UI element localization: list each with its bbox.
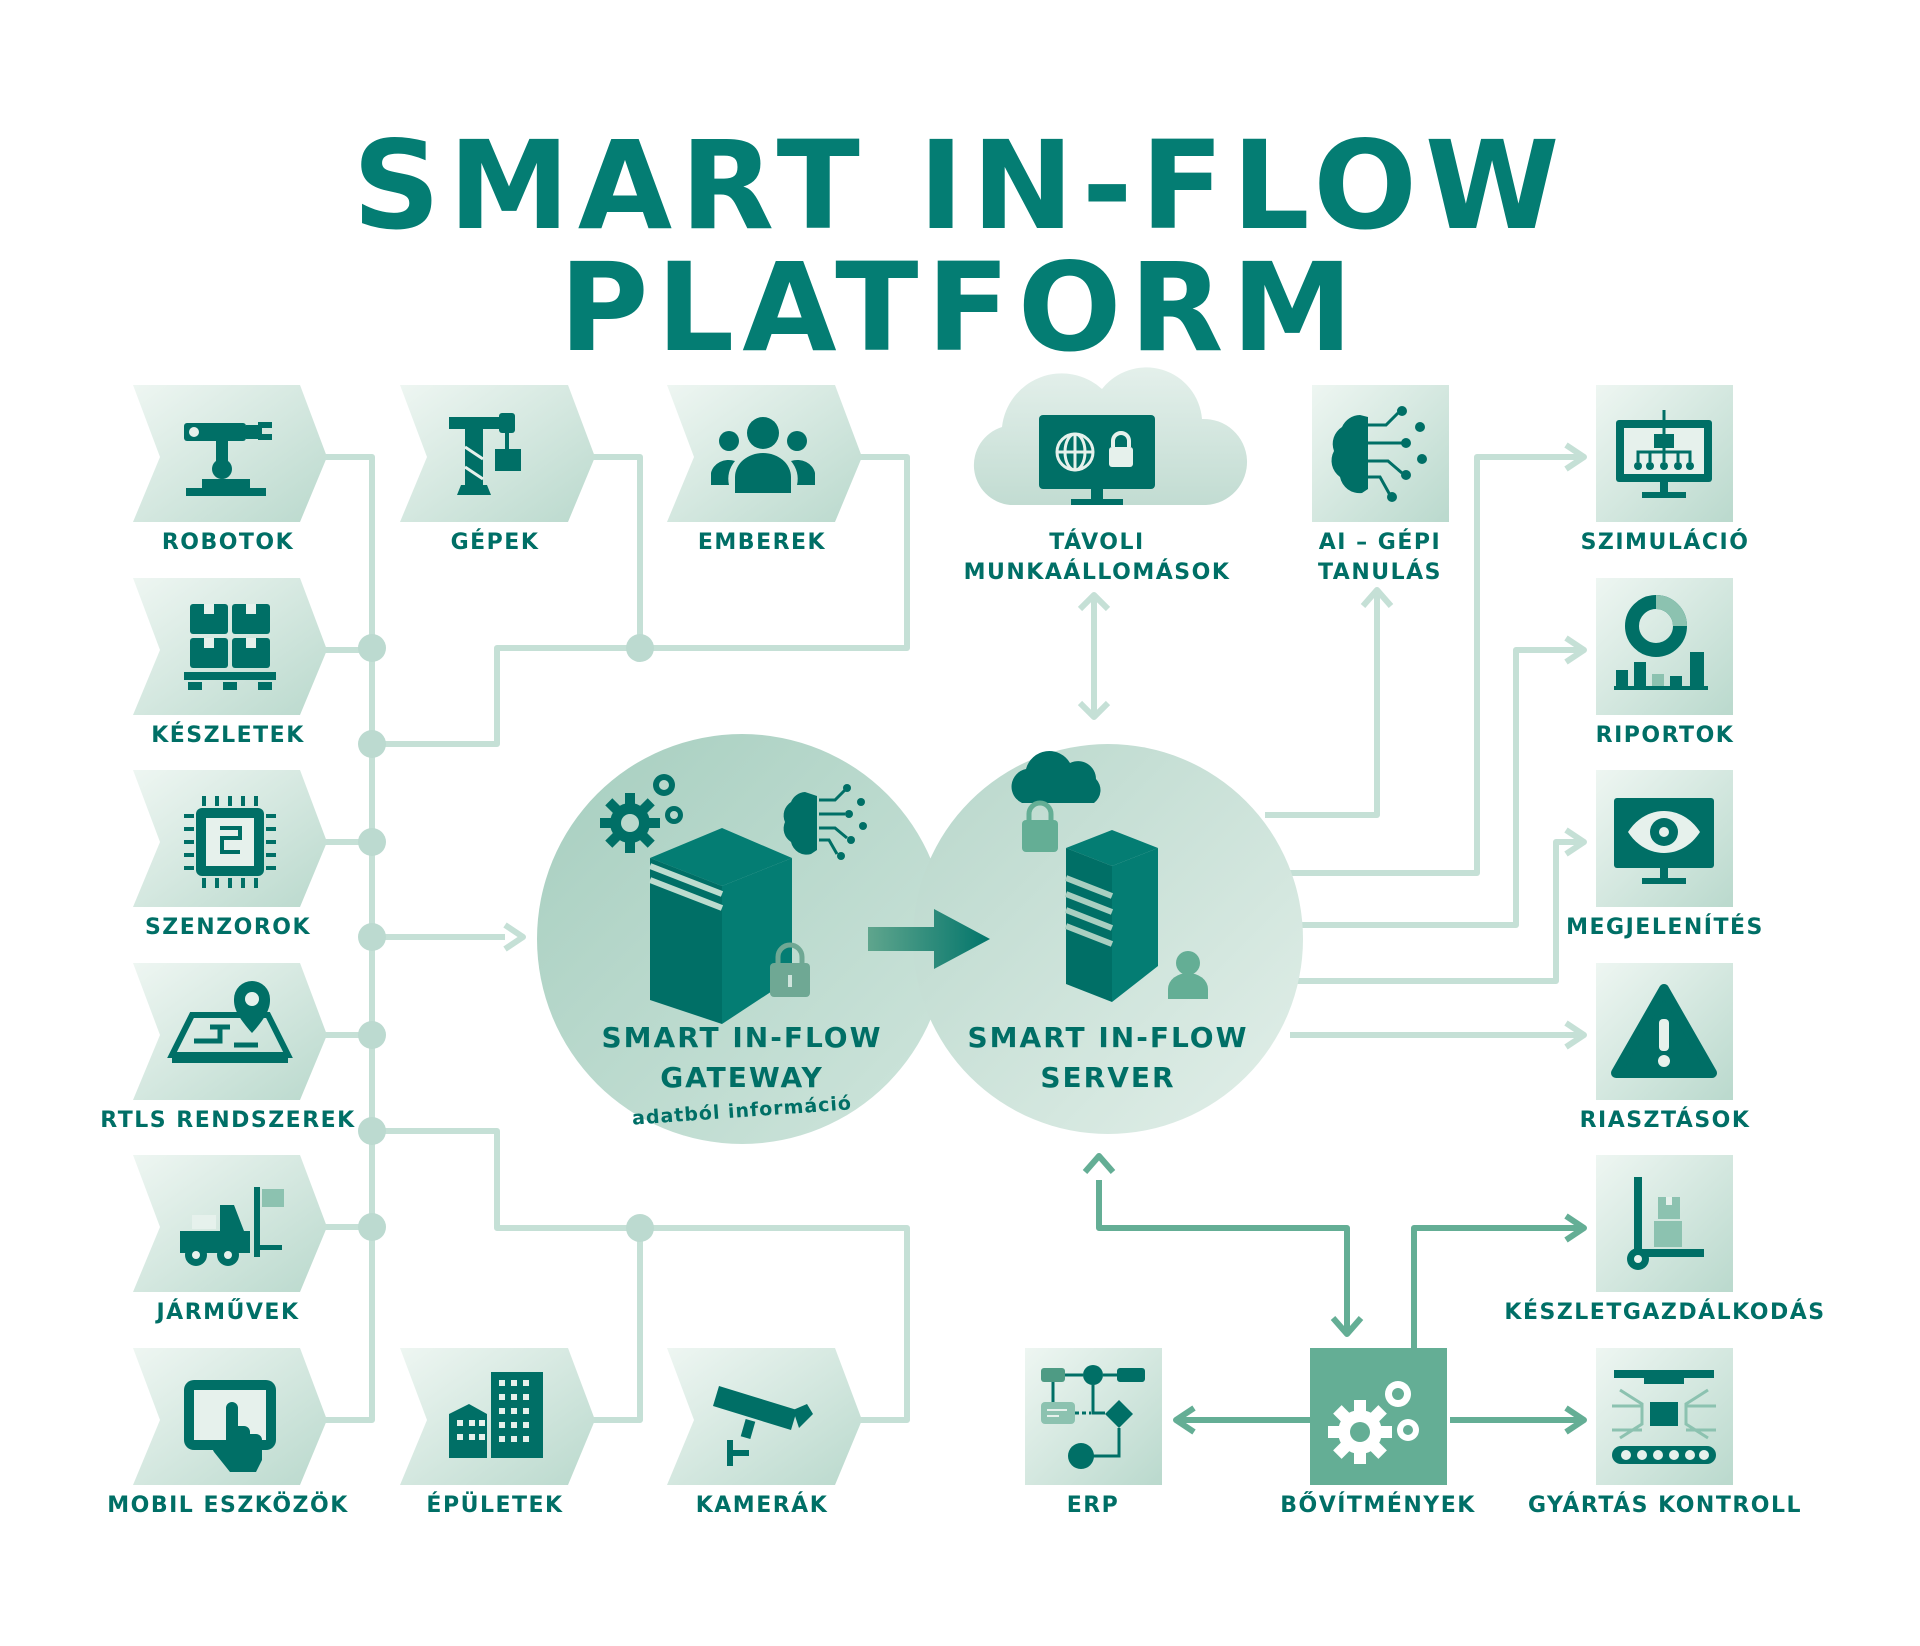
label-megjelenites: MEGJELENÍTÉS bbox=[1566, 915, 1764, 940]
warning-icon bbox=[1611, 984, 1717, 1078]
label-szimulacio: SZIMULÁCIÓ bbox=[1580, 530, 1750, 555]
server-title-line2: SERVER bbox=[1040, 1061, 1176, 1094]
label-rtls: RTLS RENDSZEREK bbox=[100, 1108, 356, 1133]
camera-icon bbox=[713, 1386, 813, 1466]
gateway-title-line1: SMART IN-FLOW bbox=[601, 1021, 883, 1054]
junction-nodes bbox=[358, 634, 654, 1242]
tile-rtls bbox=[133, 963, 327, 1100]
label-riportok: RIPORTOK bbox=[1595, 723, 1735, 748]
map-pin-icon bbox=[167, 981, 293, 1063]
label-kamerak: KAMERÁK bbox=[695, 1493, 829, 1518]
label-remote-line2: MUNKAÁLLOMÁSOK bbox=[963, 560, 1231, 585]
label-ai-line2: TANULÁS bbox=[1318, 560, 1442, 585]
user-icon bbox=[1168, 951, 1208, 999]
label-gepek: GÉPEK bbox=[450, 530, 540, 555]
gateway-server-icon bbox=[648, 828, 792, 1024]
conveyor-icon bbox=[1612, 1370, 1716, 1464]
tablet-icon bbox=[184, 1380, 276, 1472]
flowchart-icon bbox=[1041, 1365, 1145, 1469]
output-connectors bbox=[1077, 442, 1587, 1050]
hand-truck-icon bbox=[1627, 1177, 1704, 1270]
label-emberek: EMBEREK bbox=[697, 530, 827, 555]
lock-icon bbox=[1022, 800, 1058, 852]
server-title-line1: SMART IN-FLOW bbox=[967, 1021, 1249, 1054]
label-erp: ERP bbox=[1066, 1493, 1120, 1518]
tile-keszletek bbox=[133, 578, 327, 715]
label-bovitmenyek: BŐVÍTMÉNYEK bbox=[1280, 1493, 1476, 1518]
report-chart-icon bbox=[1614, 595, 1708, 690]
label-robotok: ROBOTOK bbox=[161, 530, 295, 555]
forklift-icon bbox=[180, 1187, 284, 1266]
brain-network-icon bbox=[1331, 406, 1427, 502]
cloud-icon bbox=[1011, 751, 1101, 803]
eye-monitor-icon bbox=[1614, 798, 1714, 884]
crane-icon bbox=[449, 413, 521, 495]
label-szenzorok: SZENZOROK bbox=[144, 915, 312, 940]
label-ai-line1: AI – GÉPI bbox=[1318, 530, 1442, 555]
lock-icon bbox=[770, 942, 810, 997]
tile-ai bbox=[1312, 385, 1449, 522]
buildings-icon bbox=[449, 1372, 543, 1458]
label-epuletek: ÉPÜLETEK bbox=[426, 1493, 564, 1518]
gateway-title-line2: GATEWAY bbox=[660, 1061, 824, 1094]
robot-arm-icon bbox=[184, 422, 272, 496]
label-jarmuvek: JÁRMŰVEK bbox=[156, 1300, 300, 1325]
label-mobil: MOBIL ESZKÖZÖK bbox=[107, 1493, 349, 1518]
monitor-globe-lock-icon bbox=[1039, 415, 1155, 505]
extension-connectors bbox=[1082, 1153, 1587, 1435]
page-title: SMART IN-FLOW PLATFORM bbox=[352, 115, 1568, 379]
server-tower-icon bbox=[1064, 830, 1158, 1002]
label-keszletek: KÉSZLETEK bbox=[151, 723, 305, 748]
people-icon bbox=[711, 417, 815, 493]
label-keszletgazdalkodas: KÉSZLETGAZDÁLKODÁS bbox=[1504, 1300, 1826, 1325]
brain-network-icon bbox=[783, 784, 867, 860]
label-riasztasok: RIASZTÁSOK bbox=[1579, 1108, 1751, 1133]
chip-icon bbox=[184, 796, 276, 888]
tile-robotok bbox=[133, 385, 327, 522]
gears-icon bbox=[600, 774, 683, 853]
label-gyartas: GYÁRTÁS KONTROLL bbox=[1527, 1493, 1803, 1518]
flow-arrow bbox=[868, 909, 990, 969]
simulation-monitor-icon bbox=[1616, 410, 1712, 498]
pallet-boxes-icon bbox=[184, 604, 276, 690]
label-remote-line1: TÁVOLI bbox=[1049, 530, 1145, 555]
